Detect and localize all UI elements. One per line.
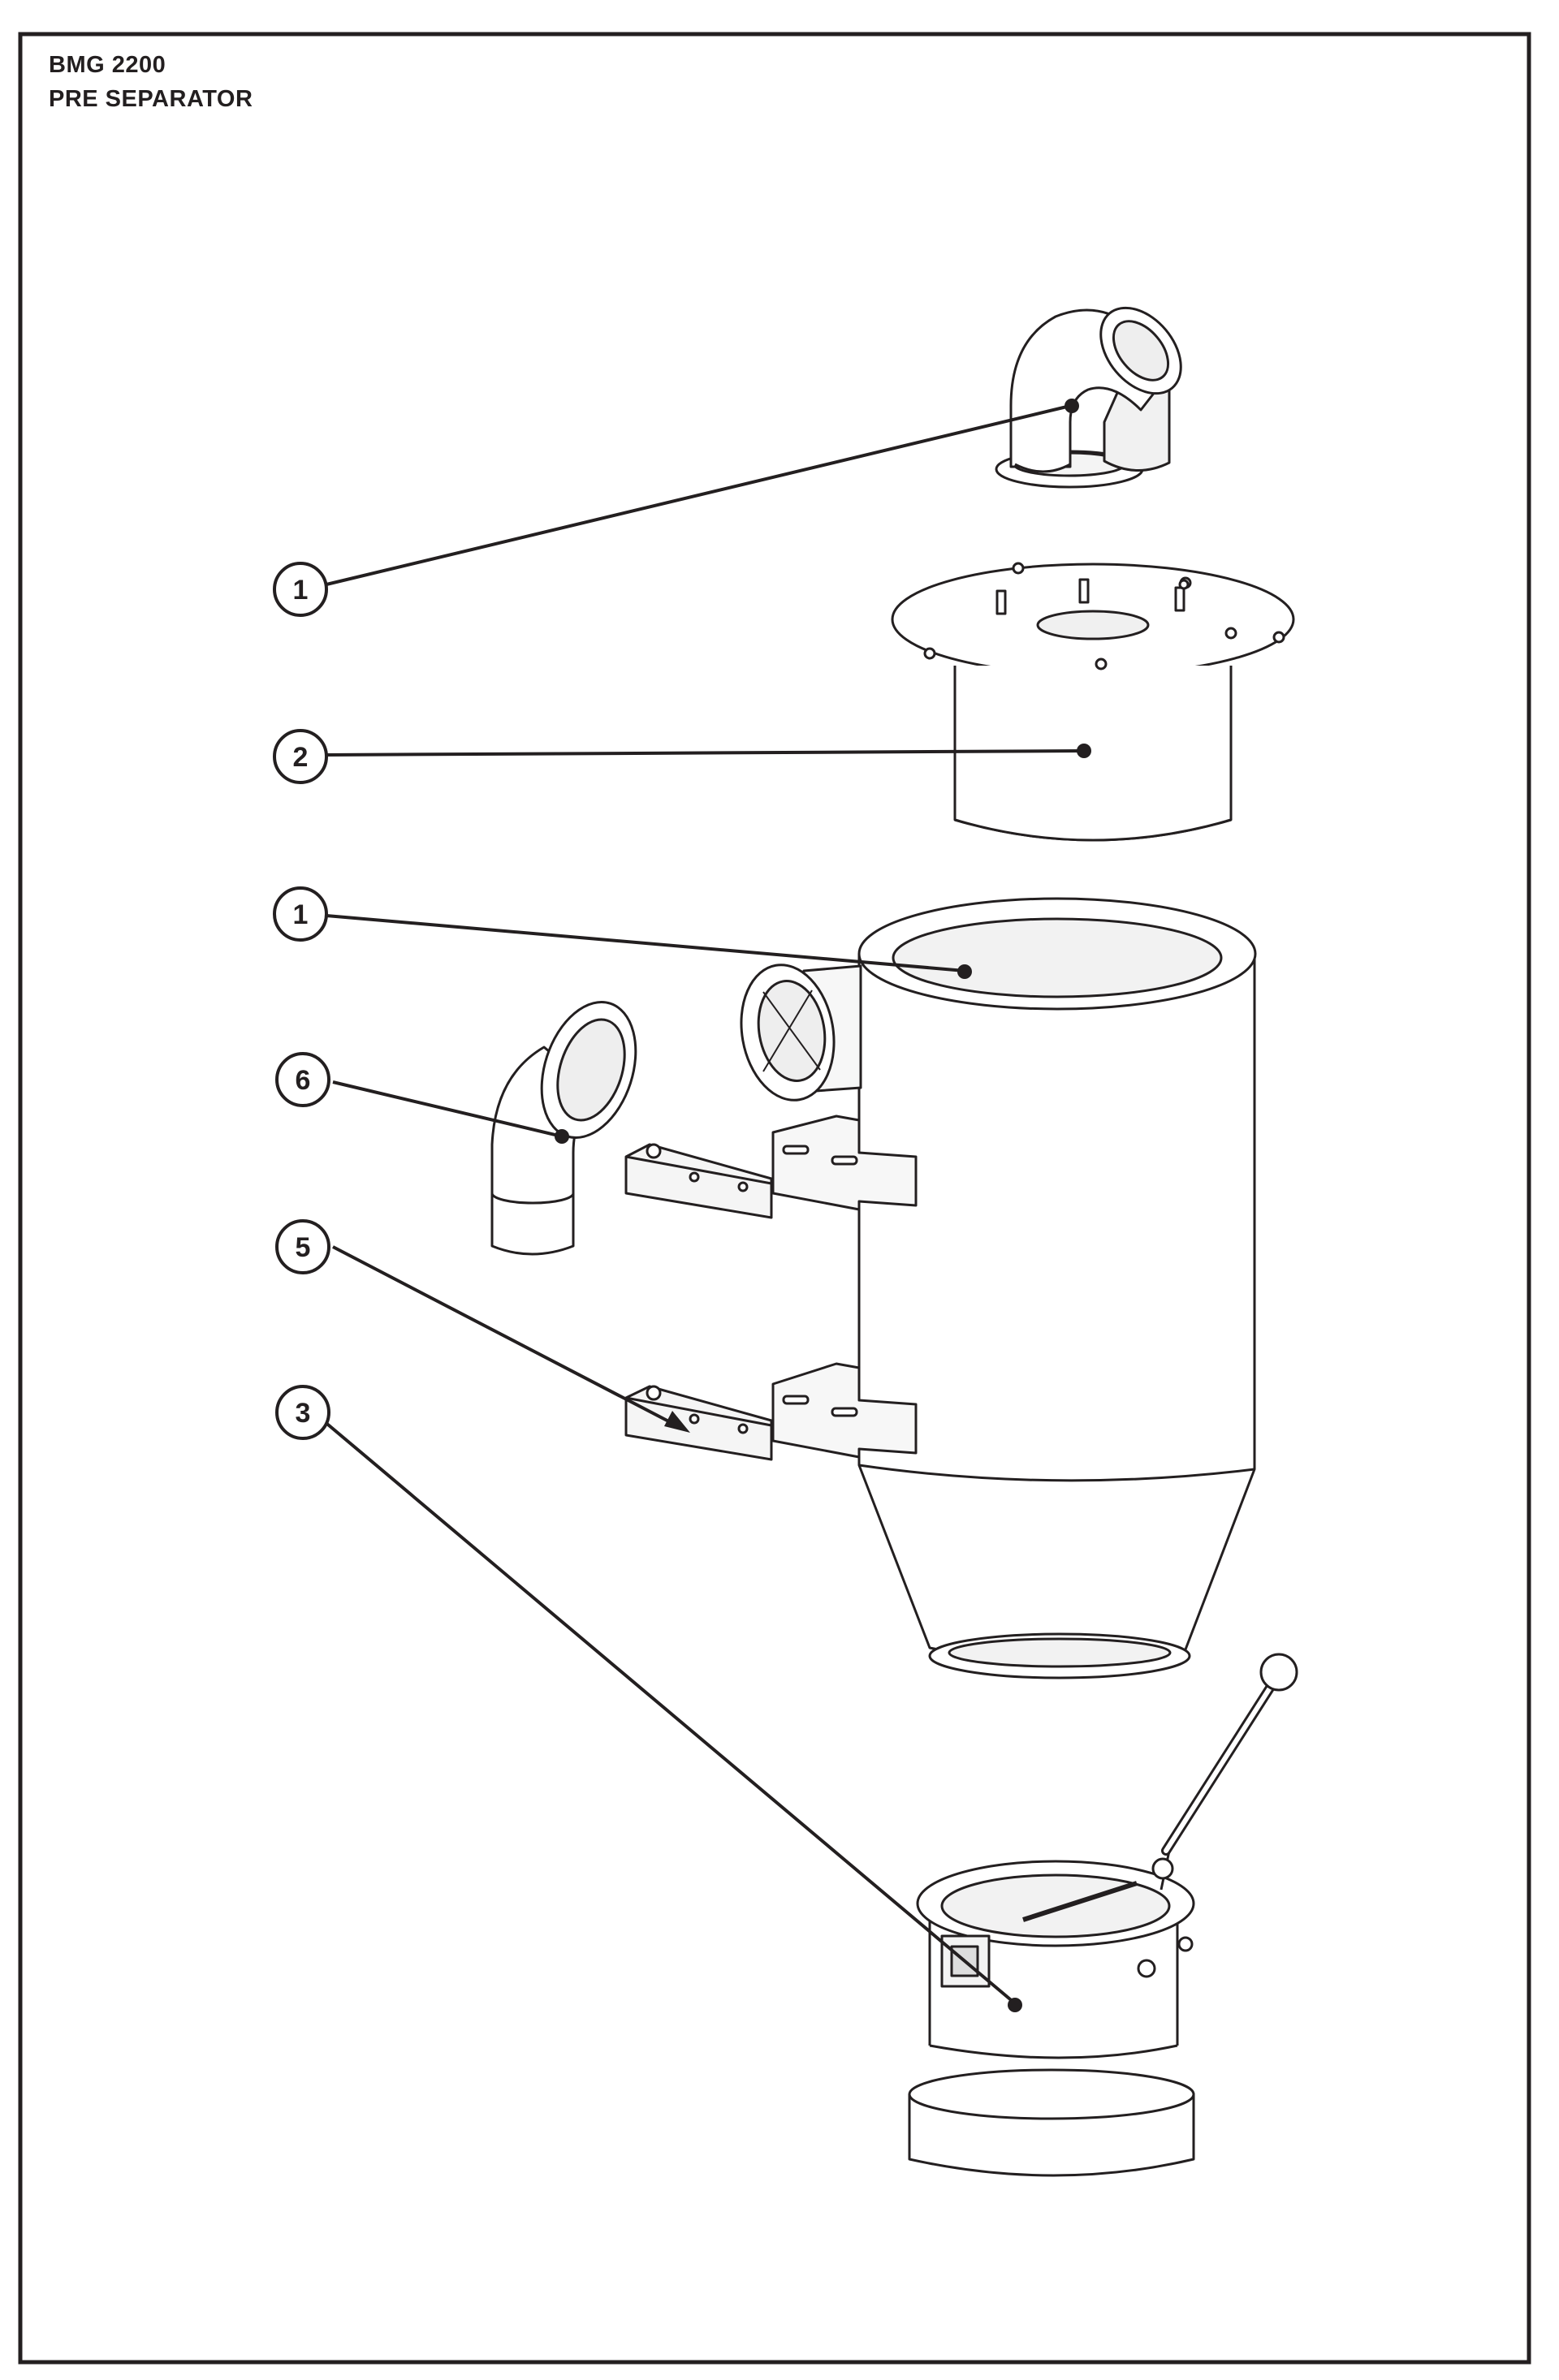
callout-3: 3 [275,1385,330,1440]
leader-dot-2 [1077,744,1091,758]
leader-dot-6 [555,1129,569,1144]
leader-lines [322,404,1085,2005]
callout-label-1b: 1 [293,899,309,930]
top-plate-part [891,562,1295,842]
callout-2: 2 [273,729,328,784]
lower-support-arm-part [624,1385,773,1461]
drawing-frame [18,32,1531,2365]
leader-line-2 [326,749,1085,757]
top-elbow-part [995,306,1182,489]
leader-arrow-5 [664,1411,690,1433]
leader-dot-1a [1065,399,1079,413]
upper-support-arm-part [624,1143,773,1219]
callout-1a: 1 [273,562,328,617]
leader-dot-1b [957,964,972,979]
leader-dot-3 [1008,1998,1022,2012]
leader-line-6 [332,1080,563,1138]
drawing-subtitle: PRE SEPARATOR [49,86,253,112]
leader-line-1b [326,914,965,972]
callout-label-2: 2 [293,742,309,773]
callout-label-5: 5 [296,1232,311,1263]
side-elbow-part [490,1001,637,1256]
callout-label-3: 3 [296,1398,311,1429]
drawing-title: BMG 2200 [49,52,166,78]
leader-dots [555,399,1091,2012]
callout-1b: 1 [273,886,328,942]
leader-line-3 [322,1419,1017,2005]
leader-line-5 [332,1245,679,1428]
callout-5: 5 [275,1219,330,1274]
bottom-valve-part [908,1653,1298,2177]
callout-6: 6 [275,1052,330,1107]
leader-line-1a [326,404,1071,586]
cyclone-body-part [740,897,1257,1679]
callout-label-1a: 1 [293,575,309,606]
callout-label-6: 6 [296,1065,311,1096]
